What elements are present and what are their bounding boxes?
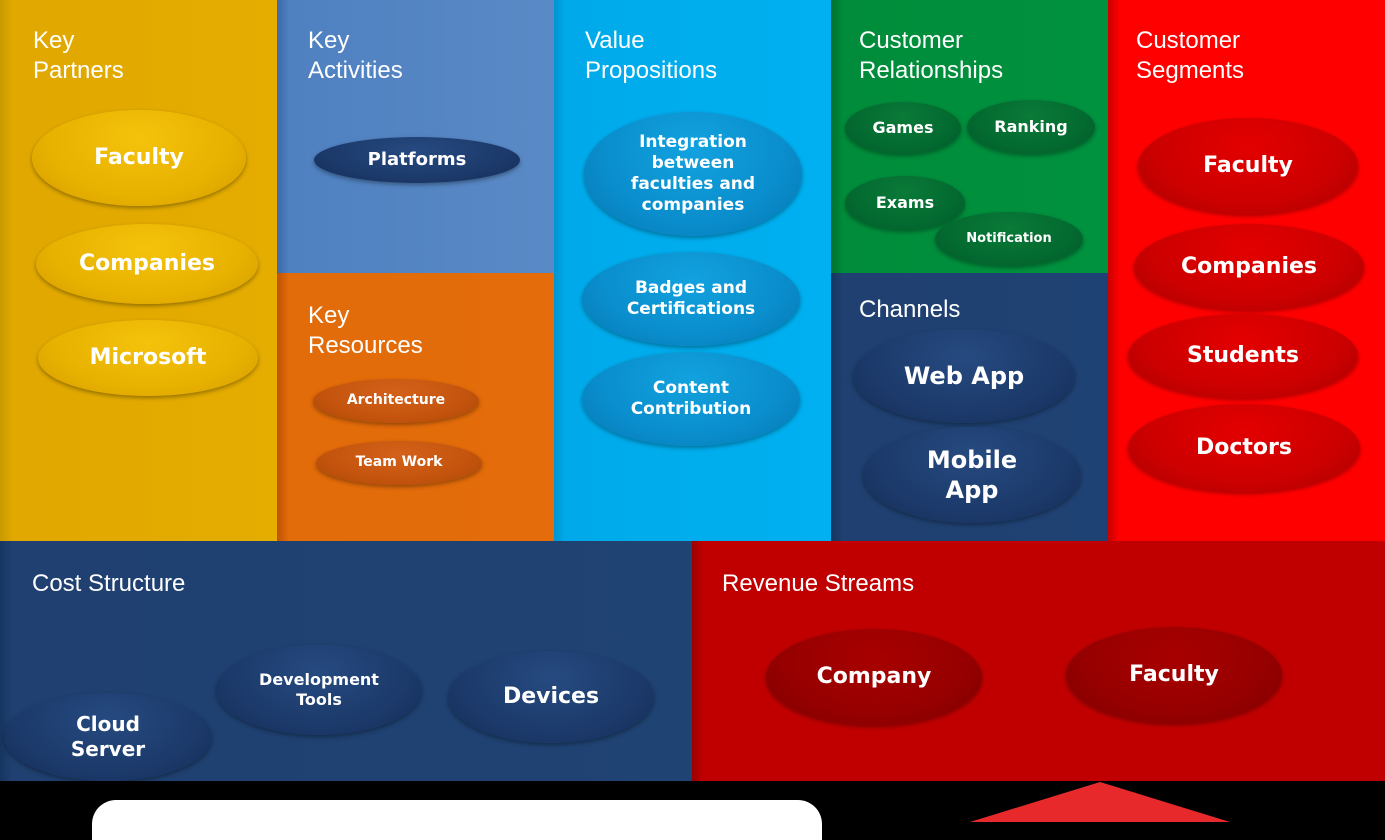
partner-item-microsoft: Microsoft xyxy=(38,320,258,396)
relationship-item-ranking: Ranking xyxy=(967,100,1095,154)
cost-structure-block: Cost Structure Cloud Server Development … xyxy=(0,541,692,781)
key-resources-block: Key Resources Architecture Team Work xyxy=(277,273,554,541)
bottom-white-shape xyxy=(92,800,822,840)
value-item-badges: Badges and Certifications xyxy=(582,252,800,346)
relationship-item-exams: Exams xyxy=(845,176,965,230)
key-activities-block: Key Activities Platforms xyxy=(277,0,554,273)
segment-item-faculty: Faculty xyxy=(1138,118,1358,214)
channel-item-mobile-app: Mobile App xyxy=(863,427,1081,523)
revenue-streams-title: Revenue Streams xyxy=(722,570,915,597)
relationship-item-notification: Notification xyxy=(935,212,1083,266)
partner-item-faculty: Faculty xyxy=(32,110,246,206)
revenue-item-faculty: Faculty xyxy=(1066,627,1282,723)
key-activities-title: Key Activities xyxy=(308,27,403,84)
relationship-item-games: Games xyxy=(845,102,961,154)
channels-block: Channels Web App Mobile App xyxy=(831,273,1108,541)
cost-item-cloud-server: Cloud Server xyxy=(4,693,212,781)
value-item-integration: Integration between faculties and compan… xyxy=(584,112,802,236)
customer-segments-title: Customer Segments xyxy=(1136,27,1245,84)
value-item-content: Content Contribution xyxy=(582,352,800,446)
resource-item-team-work: Team Work xyxy=(316,441,482,485)
key-partners-title: Key Partners xyxy=(33,27,124,84)
segment-item-students: Students xyxy=(1128,314,1358,398)
key-resources-title: Key Resources xyxy=(308,302,423,359)
value-propositions-block: Value Propositions Integration between f… xyxy=(554,0,831,541)
channels-title: Channels xyxy=(859,296,961,323)
revenue-streams-block: Revenue Streams Company Faculty xyxy=(692,541,1385,781)
segment-item-doctors: Doctors xyxy=(1128,404,1360,492)
value-propositions-title: Value Propositions xyxy=(585,27,718,84)
customer-relationships-title: Customer Relationships xyxy=(859,27,1004,84)
partner-item-companies: Companies xyxy=(36,224,258,304)
resource-item-architecture: Architecture xyxy=(313,379,479,423)
customer-relationships-block: Customer Relationships Games Ranking Exa… xyxy=(831,0,1108,273)
segment-item-companies: Companies xyxy=(1134,224,1364,310)
revenue-item-company: Company xyxy=(766,629,982,725)
activity-item-platforms: Platforms xyxy=(314,137,520,183)
key-partners-block: Key Partners Faculty Companies Microsoft xyxy=(0,0,277,541)
bottom-red-arrow-shape xyxy=(970,782,1230,822)
customer-segments-block: Customer Segments Faculty Companies Stud… xyxy=(1108,0,1385,541)
cost-item-devices: Devices xyxy=(448,651,654,743)
cost-item-development-tools: Development Tools xyxy=(216,645,422,735)
channel-item-web-app: Web App xyxy=(853,329,1075,423)
cost-structure-title: Cost Structure xyxy=(32,570,186,597)
